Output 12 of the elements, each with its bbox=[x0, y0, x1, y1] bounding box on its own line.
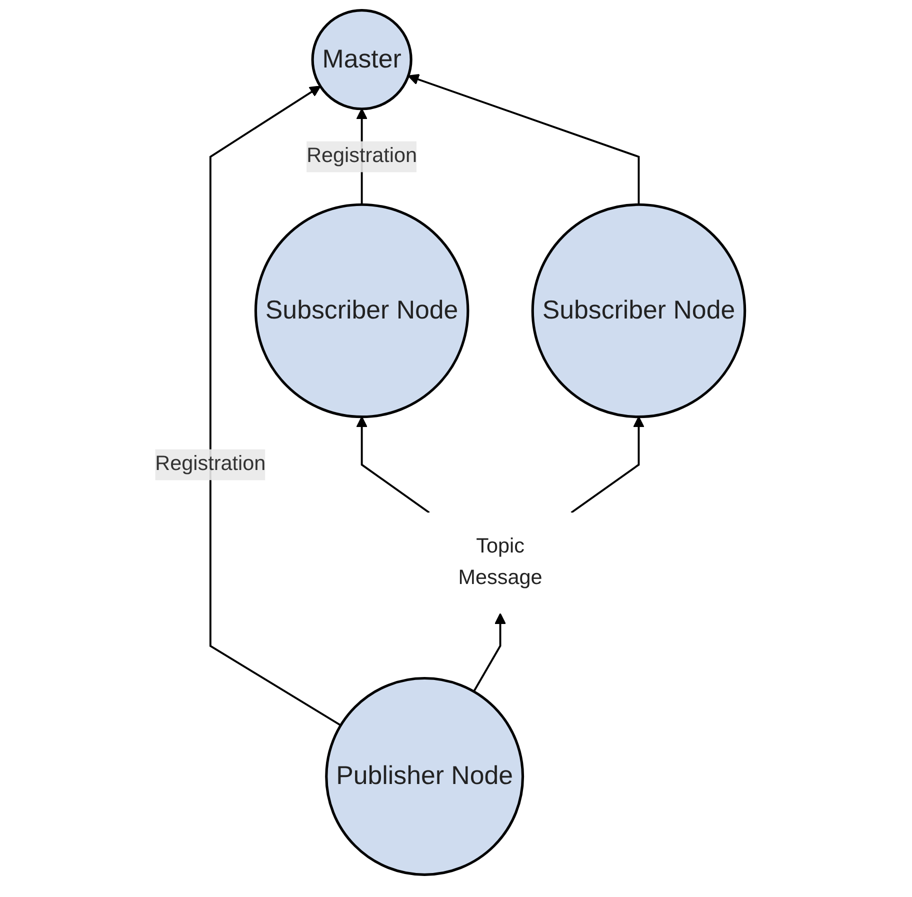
node-circle: Publisher Node bbox=[325, 676, 524, 876]
arrow bbox=[408, 74, 640, 205]
arrow bbox=[209, 86, 342, 726]
node-circle: Subscriber Node bbox=[531, 203, 746, 418]
edge-label: Registration bbox=[155, 453, 266, 476]
arrow bbox=[570, 416, 644, 514]
edge-label: Registration bbox=[306, 145, 418, 168]
node-circle: Master bbox=[311, 9, 412, 110]
arrow bbox=[356, 416, 430, 514]
node-circle: Subscriber Node bbox=[254, 203, 470, 418]
arrow bbox=[472, 613, 506, 692]
node-text: Topic Message bbox=[458, 536, 542, 589]
